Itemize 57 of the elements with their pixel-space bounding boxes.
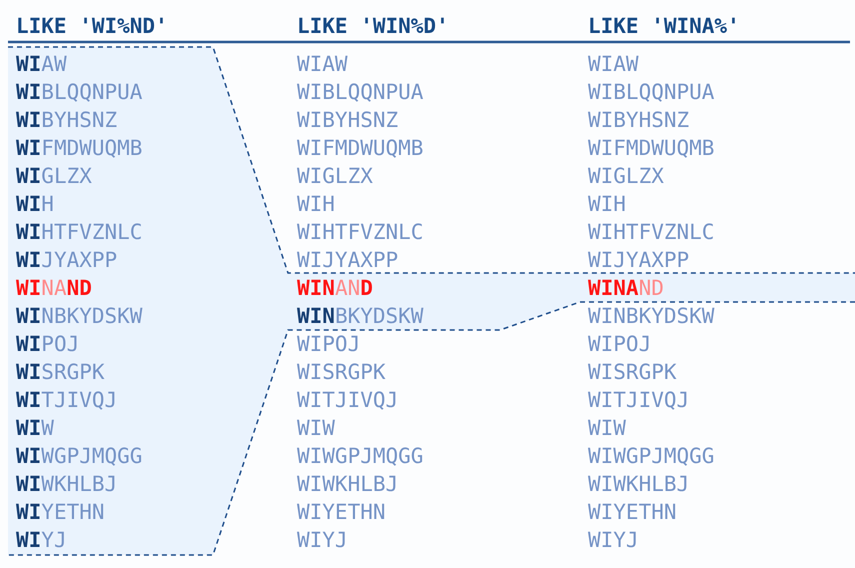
string-value: WIH	[588, 191, 626, 218]
string-value: WIJYAXPP	[297, 247, 398, 274]
string-value: WIBLQQNPUA	[16, 79, 142, 106]
string-value: WIFMDWUQMB	[588, 135, 714, 162]
string-value: WITJIVQJ	[297, 387, 398, 414]
string-value: WIYJ	[297, 527, 348, 554]
string-value: WIGLZX	[16, 163, 92, 190]
string-value: WINAND	[16, 275, 92, 302]
string-value: WIWGPJMQGG	[16, 443, 142, 470]
string-value: WIPOJ	[588, 331, 652, 358]
string-value: WIYJ	[16, 527, 67, 554]
string-value: WIBYHSNZ	[297, 107, 398, 134]
string-value: WISRGPK	[16, 359, 105, 386]
string-value: WIBYHSNZ	[16, 107, 118, 134]
string-value: WIH	[16, 191, 54, 218]
string-value: WIPOJ	[297, 331, 360, 358]
string-value: WIAW	[297, 51, 348, 78]
string-value: WIAW	[588, 51, 639, 78]
string-value: WINBKYDSKW	[588, 303, 714, 330]
column-header: LIKE 'WINA%'	[588, 13, 740, 40]
string-value: WIAW	[16, 51, 67, 78]
string-value: WINAND	[588, 275, 664, 302]
column-header: LIKE 'WIN%D'	[297, 13, 449, 40]
string-value: WIJYAXPP	[588, 247, 690, 274]
string-value: WINAND	[297, 275, 373, 302]
string-value: WIHTFVZNLC	[297, 219, 424, 246]
string-value: WIBLQQNPUA	[297, 79, 424, 106]
string-value: WIYJ	[588, 527, 639, 554]
string-value: WISRGPK	[588, 359, 677, 386]
string-value: WIBLQQNPUA	[588, 79, 714, 106]
string-value: WIWKHLBJ	[588, 471, 690, 498]
string-value: WIW	[588, 415, 626, 442]
string-value: WIPOJ	[16, 331, 80, 358]
string-value: WIFMDWUQMB	[16, 135, 142, 162]
string-value: WIGLZX	[297, 163, 373, 190]
string-value: WINBKYDSKW	[297, 303, 424, 330]
string-value: WIYETHN	[297, 499, 386, 526]
string-value: WIWGPJMQGG	[588, 443, 714, 470]
string-value: WIFMDWUQMB	[297, 135, 424, 162]
string-value: WITJIVQJ	[588, 387, 690, 414]
string-value: WIW	[16, 415, 54, 442]
string-value: WIHTFVZNLC	[588, 219, 714, 246]
string-value: WIWGPJMQGG	[297, 443, 424, 470]
string-value: WIHTFVZNLC	[16, 219, 142, 246]
column-header: LIKE 'WI%ND'	[16, 13, 168, 40]
string-value: WINBKYDSKW	[16, 303, 142, 330]
string-value: WISRGPK	[297, 359, 386, 386]
string-value: WIWKHLBJ	[297, 471, 398, 498]
string-value: WIH	[297, 191, 335, 218]
string-value: WITJIVQJ	[16, 387, 118, 414]
string-value: WIJYAXPP	[16, 247, 118, 274]
string-value: WIBYHSNZ	[588, 107, 690, 134]
string-value: WIGLZX	[588, 163, 664, 190]
string-value: WIWKHLBJ	[16, 471, 118, 498]
string-value: WIYETHN	[16, 499, 105, 526]
string-value: WIYETHN	[588, 499, 677, 526]
string-value: WIW	[297, 415, 335, 442]
